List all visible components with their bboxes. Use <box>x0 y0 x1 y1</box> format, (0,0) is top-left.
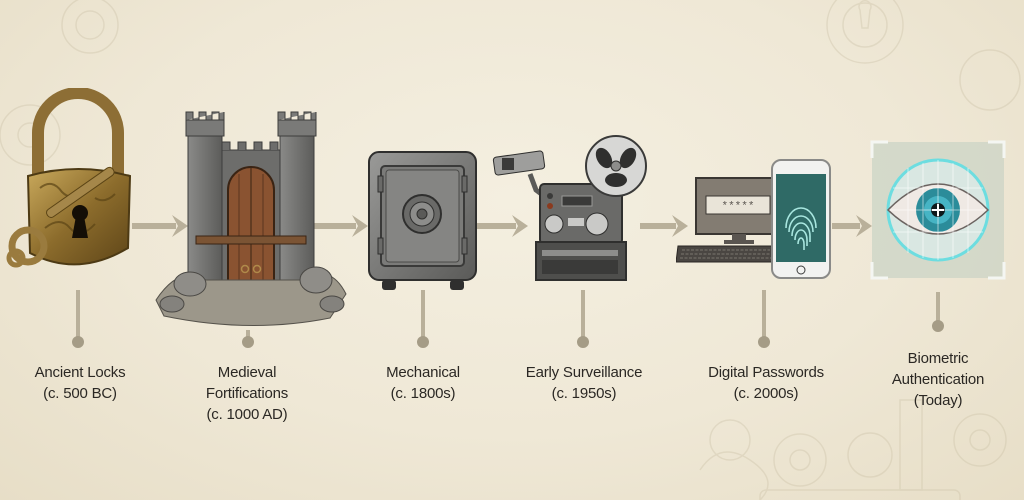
castle-gate-icon <box>155 111 347 327</box>
stage-title-line-2: Fortifications <box>205 385 289 402</box>
stage-label-early-surveillance: Early Surveillance (c. 1950s) <box>525 362 643 404</box>
stage-date: (c. 1000 AD) <box>206 406 288 423</box>
arrow-5-icon <box>832 215 872 237</box>
connector-line-5 <box>758 290 770 348</box>
stage-label-medieval-fortifications: Medieval Fortifications (c. 1000 AD) <box>206 362 288 425</box>
safe-icon <box>368 151 477 290</box>
stage-label-biometric-authentication: Biometric Authentication (Today) <box>892 348 984 411</box>
stage-date: (c. 2000s) <box>733 385 799 402</box>
arrow-2-icon <box>312 215 368 237</box>
stage-label-digital-passwords: Digital Passwords (c. 2000s) <box>708 362 824 404</box>
stage-label-ancient-locks: Ancient Locks (c. 500 BC) <box>35 362 126 404</box>
stage-date: (c. 1800s) <box>390 385 456 402</box>
stage-title: Digital Passwords <box>708 364 824 381</box>
cctv-reel-recorder-icon <box>492 135 647 281</box>
arrow-3-icon <box>476 215 528 237</box>
stage-title-line-1: Biometric <box>907 350 969 367</box>
password-mask: ***** <box>721 201 754 213</box>
stage-title: Early Surveillance <box>525 364 643 381</box>
arrow-4-icon <box>640 215 688 237</box>
stage-label-mechanical: Mechanical (c. 1800s) <box>386 362 460 404</box>
connector-line-4 <box>577 290 589 348</box>
eye-scan-icon <box>870 140 1006 280</box>
computer-phone-fingerprint-icon: ***** <box>676 159 831 279</box>
arrow-1-icon <box>132 215 188 237</box>
stage-date: (Today) <box>913 392 963 409</box>
connector-line-3 <box>417 290 429 348</box>
stage-date: (c. 500 BC) <box>43 385 117 402</box>
stage-title-line-2: Authentication <box>891 371 985 388</box>
stage-title-line-1: Medieval <box>217 364 277 381</box>
padlock-key-icon <box>6 88 132 268</box>
connector-line-1 <box>72 290 84 348</box>
connector-line-2 <box>242 330 254 348</box>
stage-date: (c. 1950s) <box>551 385 617 402</box>
connector-line-6 <box>932 292 944 332</box>
stage-title: Ancient Locks <box>34 364 126 381</box>
stage-title: Mechanical <box>386 364 460 381</box>
